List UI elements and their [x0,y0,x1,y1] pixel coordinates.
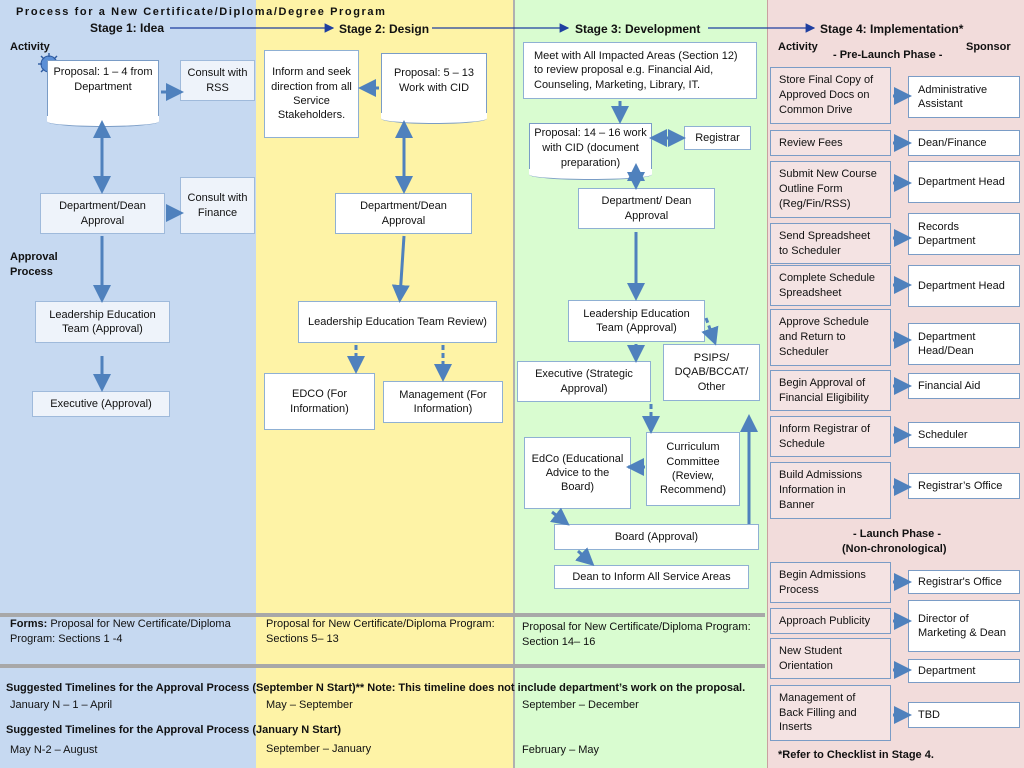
s2-management-info: Management (For Information) [383,381,503,423]
page-title: Process for a New Certificate/Diploma/De… [16,6,387,18]
sept-timeline-heading: Suggested Timelines for the Approval Pro… [6,682,746,694]
s4-sponsor: Department Head/Dean [908,323,1020,365]
s4-activity: Submit New Course Outline Form (Reg/Fin/… [770,161,891,218]
s4-launch-sponsor: Department [908,659,1020,683]
activity-label: Activity [10,41,50,53]
sept-timeline-s3: September – December [522,699,639,711]
non-chronological-label: (Non-chronological) [842,543,947,555]
launch-label: - Launch Phase - [853,528,942,540]
s3-executive-strategic: Executive (Strategic Approval) [517,361,651,402]
s1-consult-finance: Consult with Finance [180,177,255,234]
activity4-label: Activity [778,41,818,53]
s4-launch-activity: Management of Back Filling and Inserts [770,685,891,741]
s1-proposal-doc: Proposal: 1 – 4 from Department [47,60,159,127]
s4-sponsor: Department Head [908,265,1020,307]
stage3-heading: Stage 3: Development [575,22,701,36]
s4-sponsor: Department Head [908,161,1020,203]
sponsor-label: Sponsor [966,41,1011,53]
stage4-footnote: *Refer to Checklist in Stage 4. [778,749,934,761]
forms-separator [0,613,765,617]
s1-consult-rss: Consult with RSS [180,60,255,101]
s4-activity: Begin Approval of Financial Eligibility [770,370,891,411]
stage4-heading: Stage 4: Implementation* [820,22,964,36]
s1-executive-approval: Executive (Approval) [32,391,170,417]
stage1-heading: Stage 1: Idea [90,21,165,35]
stage1-column [0,0,256,768]
s4-activity: Send Spreadsheet to Scheduler [770,223,891,264]
s4-activity: Build Admissions Information in Banner [770,462,891,519]
s4-sponsor: Dean/Finance [908,130,1020,156]
s2-edco-info: EDCO (For Information) [264,373,375,430]
s1-forms: Forms: Proposal for New Certificate/Dipl… [10,618,231,645]
s3-curriculum-committee: Curriculum Committee (Review, Recommend) [646,432,740,506]
s4-activity: Store Final Copy of Approved Docs on Com… [770,67,891,124]
s3-edco-advice: EdCo (Educational Advice to the Board) [524,437,631,509]
s3-board-approval: Board (Approval) [554,524,759,550]
s3-meet-impacted-areas: Meet with All Impacted Areas (Section 12… [523,42,757,99]
approval-process-label: Approval Process [10,251,58,278]
s3-dean-inform: Dean to Inform All Service Areas [554,565,749,589]
s4-activity: Review Fees [770,130,891,156]
s2-leadership-review: Leadership Education Team Review) [298,301,497,343]
s4-sponsor: Administrative Assistant [908,76,1020,118]
s2-inform-stakeholders: Inform and seek direction from all Servi… [264,50,359,138]
s4-launch-activity: Approach Publicity [770,608,891,634]
s4-launch-sponsor: Director of Marketing & Dean [908,600,1020,652]
s4-activity: Approve Schedule and Return to Scheduler [770,309,891,366]
sept-timeline-s1: January N – 1 – April [10,699,113,711]
s4-sponsor: Scheduler [908,422,1020,448]
stage2-heading: Stage 2: Design [339,22,430,36]
s1-leadership-team: Leadership Education Team (Approval) [35,301,170,343]
sept-timeline-s2: May – September [266,699,353,711]
s3-proposal-doc: Proposal: 14 – 16 work with CID (documen… [529,123,652,180]
s2-proposal-doc: Proposal: 5 – 13 Work with CID [381,53,487,124]
s3-psips-dqab-bccat: PSIPS/ DQAB/BCCAT/ Other [663,344,760,401]
jan-timeline-s3: February – May [522,744,600,756]
jan-timeline-s1: May N-2 – August [10,744,98,756]
s2-dept-dean-approval: Department/Dean Approval [335,193,472,234]
s4-launch-sponsor: TBD [908,702,1020,728]
s4-sponsor: Registrar’s Office [908,473,1020,499]
timeline-separator [0,664,765,668]
jan-timeline-heading: Suggested Timelines for the Approval Pro… [6,724,341,736]
pre-launch-label: - Pre-Launch Phase - [833,49,943,61]
s4-launch-activity: Begin Admissions Process [770,562,891,603]
jan-timeline-s2: September – January [266,743,372,755]
s3-registrar: Registrar [684,126,751,150]
s4-sponsor: Financial Aid [908,373,1020,399]
s1-dept-dean-approval: Department/Dean Approval [40,193,165,234]
s4-activity: Complete Schedule Spreadsheet [770,265,891,306]
s3-leadership-approval: Leadership Education Team (Approval) [568,300,705,342]
s4-launch-activity: New Student Orientation [770,638,891,679]
s4-sponsor: Records Department [908,213,1020,255]
s4-launch-sponsor: Registrar's Office [908,570,1020,594]
s3-forms: Proposal for New Certificate/Diploma Pro… [522,621,751,648]
s4-activity: Inform Registrar of Schedule [770,416,891,457]
s2-forms: Proposal for New Certificate/Diploma Pro… [266,618,495,645]
s3-dept-dean-approval: Department/ Dean Approval [578,188,715,229]
